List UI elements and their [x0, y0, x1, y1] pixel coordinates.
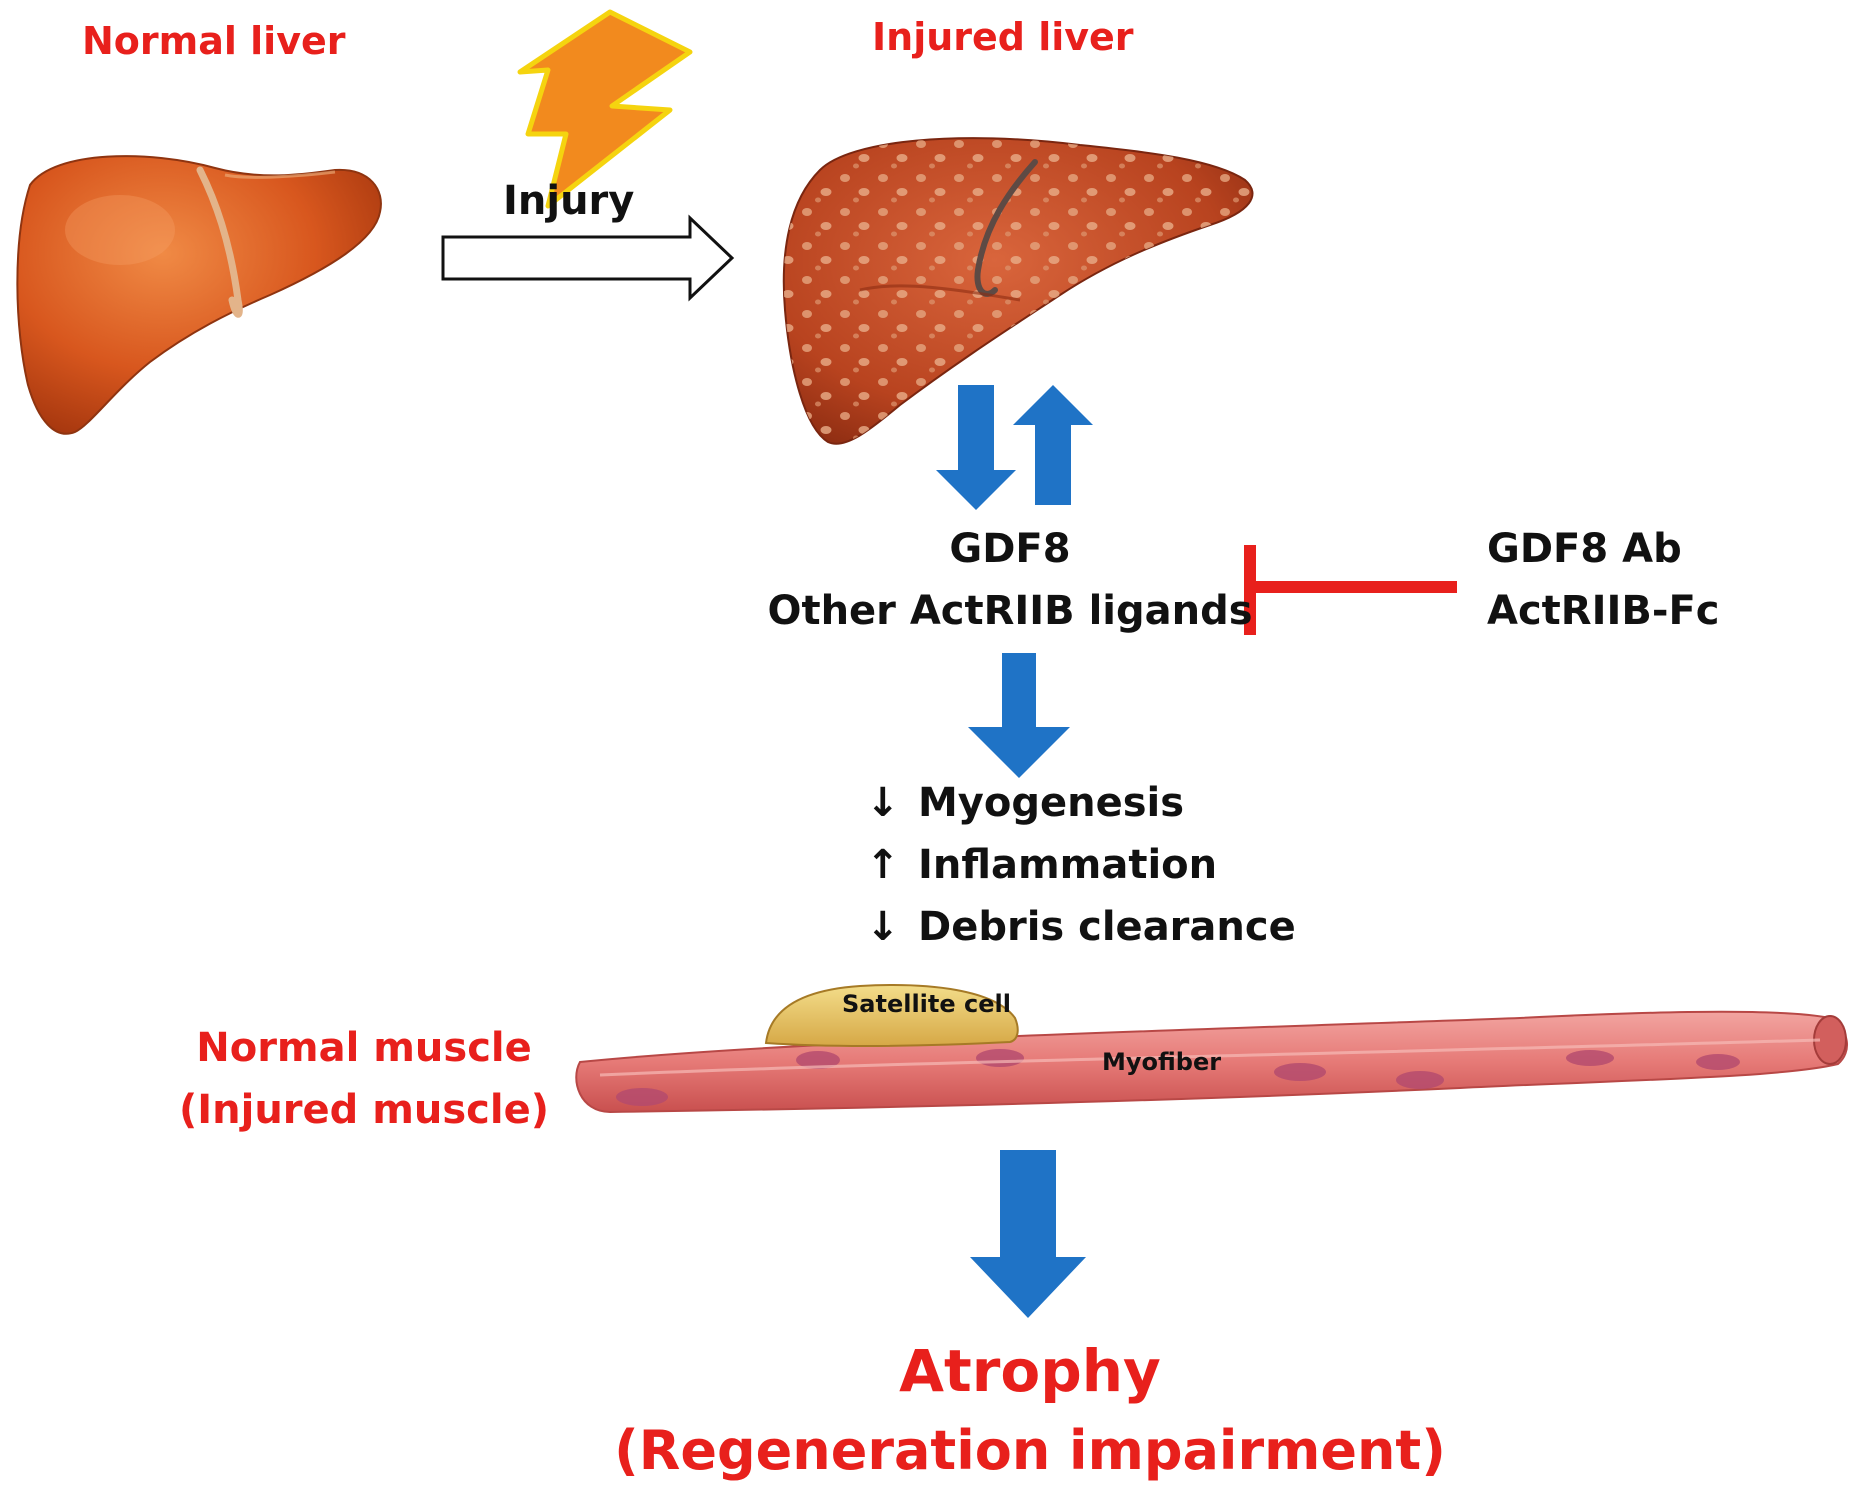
effect-row: ↓ Myogenesis — [866, 772, 1296, 834]
injury-label: Injury — [503, 178, 635, 224]
blue-block-arrow-icon — [936, 385, 1093, 510]
effects-list: ↓ Myogenesis ↑ Inflammation ↓ Debris cle… — [866, 772, 1296, 958]
effect-text: Debris clearance — [918, 904, 1296, 950]
normal-liver-image — [16, 155, 382, 435]
injured-liver-label: Injured liver — [872, 15, 1134, 59]
effect-row: ↓ Debris clearance — [866, 896, 1296, 958]
inhibitor-label-1: GDF8 Ab — [1487, 526, 1682, 572]
effect-text: Inflammation — [918, 842, 1218, 888]
satellite-cell-label: Satellite cell — [842, 990, 1011, 1018]
myofiber-label: Myofiber — [1102, 1048, 1222, 1076]
satellite-cell-image — [764, 984, 1019, 1047]
myofiber-image — [575, 1010, 1848, 1114]
down-arrow-icon: ↓ — [866, 780, 900, 826]
injured-liver-image — [782, 137, 1254, 445]
ligands-label-1: GDF8 — [949, 526, 1071, 572]
down-arrow-icon: ↓ — [866, 904, 900, 950]
outcome-label-1: Atrophy — [899, 1337, 1161, 1405]
muscle-label-1: Normal muscle — [196, 1025, 532, 1071]
up-arrow-icon: ↑ — [866, 842, 900, 888]
normal-liver-label: Normal liver — [82, 19, 346, 63]
effect-row: ↑ Inflammation — [866, 834, 1296, 896]
effect-text: Myogenesis — [918, 780, 1185, 826]
large-blue-down-arrow-icon — [970, 1150, 1086, 1318]
outcome-label-2: (Regeneration impairment) — [614, 1419, 1446, 1482]
red-t-bar-icon — [1244, 545, 1457, 635]
muscle-label-2: (Injured muscle) — [178, 1087, 550, 1133]
inhibitor-label-2: ActRIIB-Fc — [1487, 588, 1720, 634]
blue-down-arrow-icon — [968, 653, 1070, 778]
hollow-right-arrow-icon — [441, 214, 735, 302]
ligands-label-2: Other ActRIIB ligands — [767, 588, 1253, 634]
lightning-bolt-icon — [517, 9, 693, 209]
